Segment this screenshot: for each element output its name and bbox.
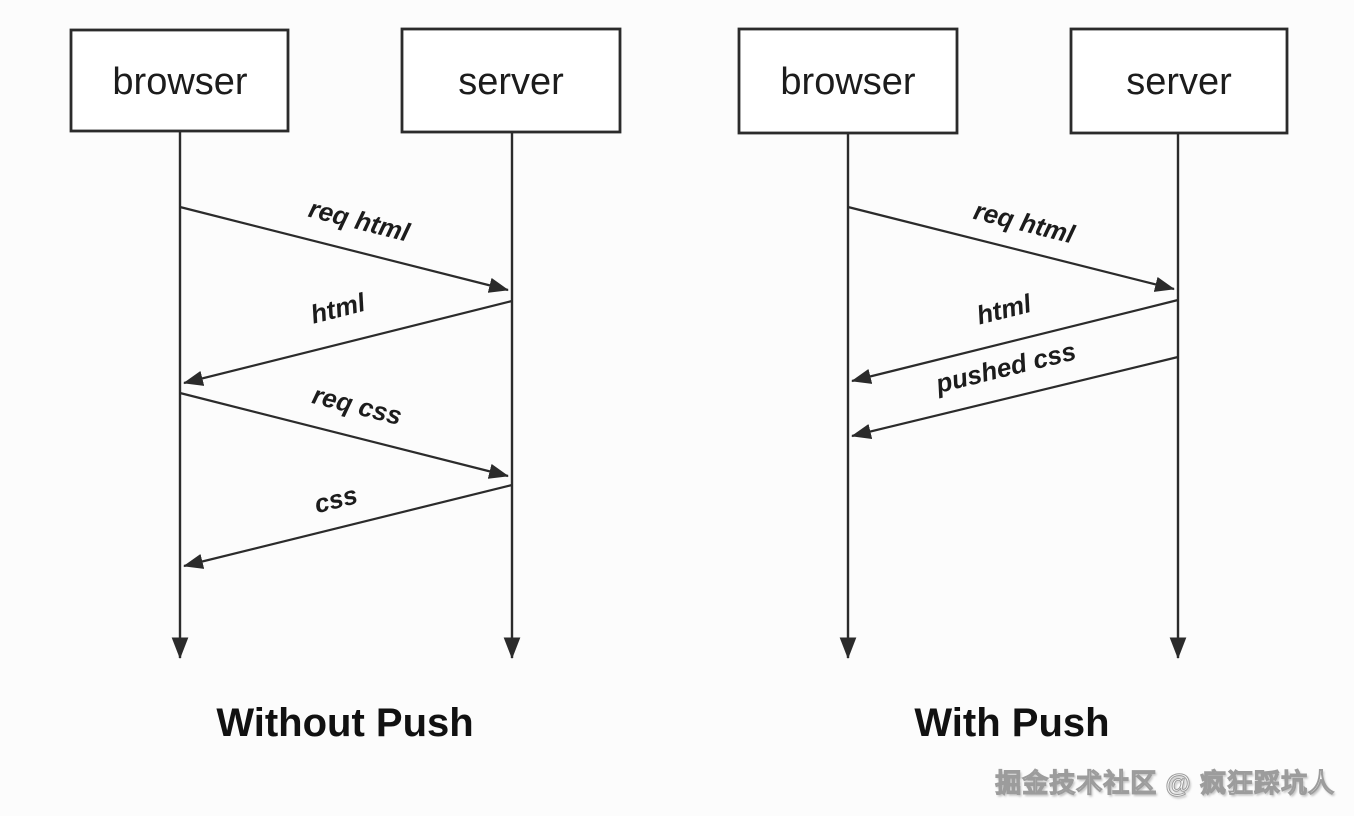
message-label-html: html xyxy=(974,288,1035,331)
message-arrow-req-html xyxy=(847,205,1175,292)
browser-actor-box xyxy=(737,27,959,135)
server-actor-box xyxy=(1069,27,1289,135)
message-label-html: html xyxy=(308,287,369,330)
message-label-css: css xyxy=(311,479,360,519)
message-arrow-pushed-css xyxy=(851,355,1179,440)
watermark-text: 掘金技术社区 @ 疯狂踩坑人 xyxy=(995,768,1335,799)
sequence-diagram-with-push: browser server req html html pushed css … xyxy=(737,27,1289,745)
message-arrow-html xyxy=(183,299,513,386)
message-label-req-html: req html xyxy=(306,193,414,248)
caption-with-push: With Push xyxy=(914,701,1109,745)
message-arrow-req-html xyxy=(179,205,509,293)
message-label-req-css: req css xyxy=(309,379,405,431)
server-actor-box xyxy=(400,27,622,134)
browser-actor-label: browser xyxy=(780,61,915,103)
sequence-diagram-without-push: browser server req html html req css css… xyxy=(69,27,622,745)
message-arrow-css xyxy=(183,483,513,569)
message-arrow-req-css xyxy=(179,391,509,479)
browser-actor-label: browser xyxy=(112,61,247,103)
message-arrow-html xyxy=(851,298,1179,384)
browser-actor-box xyxy=(69,28,290,133)
server-actor-label: server xyxy=(458,61,564,103)
message-label-pushed-css: pushed css xyxy=(932,336,1079,399)
server-actor-label: server xyxy=(1126,61,1232,103)
caption-without-push: Without Push xyxy=(216,701,473,745)
